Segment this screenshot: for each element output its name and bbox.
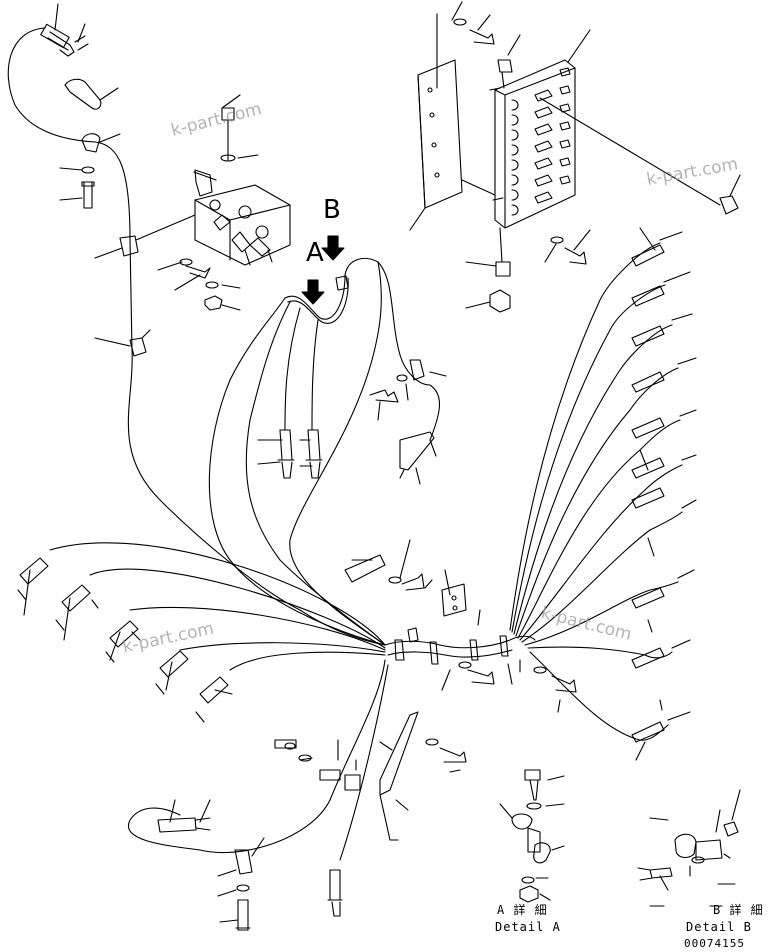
harness-clip-left: [94, 214, 196, 357]
bolt-small-center: [157, 258, 241, 311]
harness-junction: [344, 539, 577, 713]
manifold-bolts: [451, 1, 741, 313]
detail-a-letter: A: [306, 238, 324, 268]
detail-b-en-caption: Detail B: [686, 920, 752, 934]
right-sensor-wires: [509, 227, 697, 761]
detail-a-en-caption: Detail A: [495, 920, 561, 934]
arrow-detail-b: [321, 235, 345, 261]
center-harness: [208, 258, 441, 646]
arrow-detail-a: [301, 279, 325, 305]
detail-a-jp-caption: A 詳 細: [497, 903, 548, 917]
lower-harness: [127, 659, 467, 931]
drawing-number: 00074155: [684, 937, 745, 950]
bolt-and-washer-left: [59, 166, 95, 209]
detail-a-drawing: [499, 769, 565, 903]
mounting-plate: [409, 13, 496, 231]
detail-b-jp-caption: B 詳 細: [713, 903, 764, 917]
right-clip-center: [369, 359, 447, 485]
clip-top-left: [64, 78, 121, 153]
detail-b-drawing: [637, 789, 741, 907]
manifold-ports: [511, 67, 571, 216]
valve-block: [193, 94, 291, 266]
top-left-sensor-wire: [7, 3, 386, 646]
left-sensor-wires: [17, 542, 386, 723]
detail-b-letter: B: [323, 195, 341, 225]
manifold-block: [489, 59, 721, 229]
